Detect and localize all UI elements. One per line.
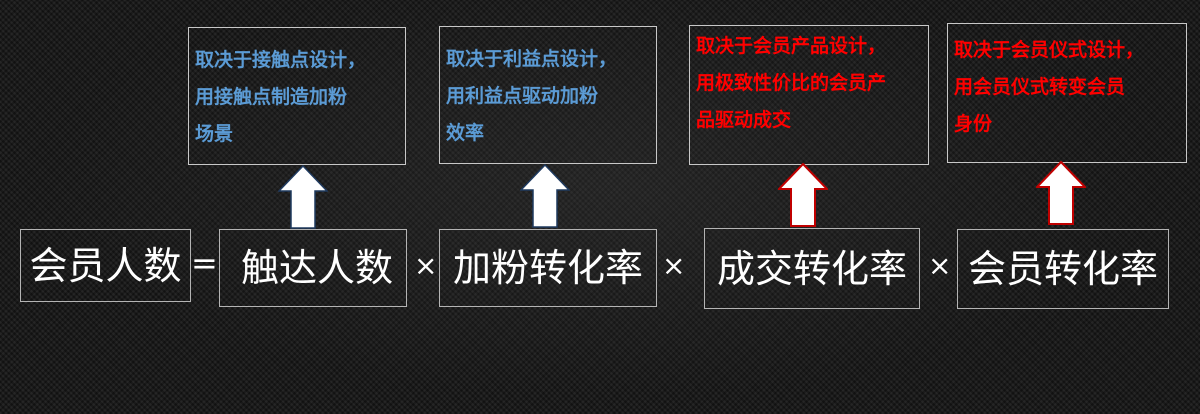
up-arrow-icon [520,164,570,228]
times-sign: × [414,249,438,282]
note-line: 取决于利益点设计， [446,48,618,70]
term-label: 会员转化率 [967,247,1158,291]
term-label: 加粉转化率 [452,246,643,290]
up-arrow-icon [778,163,828,227]
times-sign: × [928,249,952,282]
term-label: 成交转化率 [716,246,907,291]
term-label: 触达人数 [240,246,393,290]
term-fan-conversion: 加粉转化率 [439,229,657,307]
term-reach: 触达人数 [219,229,407,307]
times-sign: × [662,249,686,282]
term-deal-conversion: 成交转化率 [704,228,920,309]
result-term: 会员人数 [20,229,191,302]
note-line: 用利益点驱动加粉 [446,85,599,107]
term-member-conversion: 会员转化率 [957,229,1169,309]
note-line: 取决于接触点设计， [195,49,367,71]
note-line: 取决于会员仪式设计， [954,39,1145,61]
note-line: 效率 [446,122,485,144]
note-line: 身份 [954,113,993,135]
equals-sign: = [191,244,218,282]
note-touchpoint: 取决于接触点设计， 用接触点制造加粉 场景 [188,27,406,165]
note-line: 取决于会员产品设计， [696,35,887,57]
note-line: 用会员仪式转变会员 [954,76,1126,98]
note-line: 品驱动成交 [696,109,792,131]
result-label: 会员人数 [29,243,182,288]
note-line: 用极致性价比的会员产 [696,72,887,94]
note-benefit: 取决于利益点设计， 用利益点驱动加粉 效率 [439,26,657,164]
up-arrow-icon [1036,161,1086,225]
note-member-product: 取决于会员产品设计， 用极致性价比的会员产 品驱动成交 [689,25,929,165]
note-line: 用接触点制造加粉 [195,86,348,108]
note-member-ritual: 取决于会员仪式设计， 用会员仪式转变会员 身份 [947,23,1187,163]
up-arrow-icon [278,165,328,229]
note-line: 场景 [195,123,234,145]
